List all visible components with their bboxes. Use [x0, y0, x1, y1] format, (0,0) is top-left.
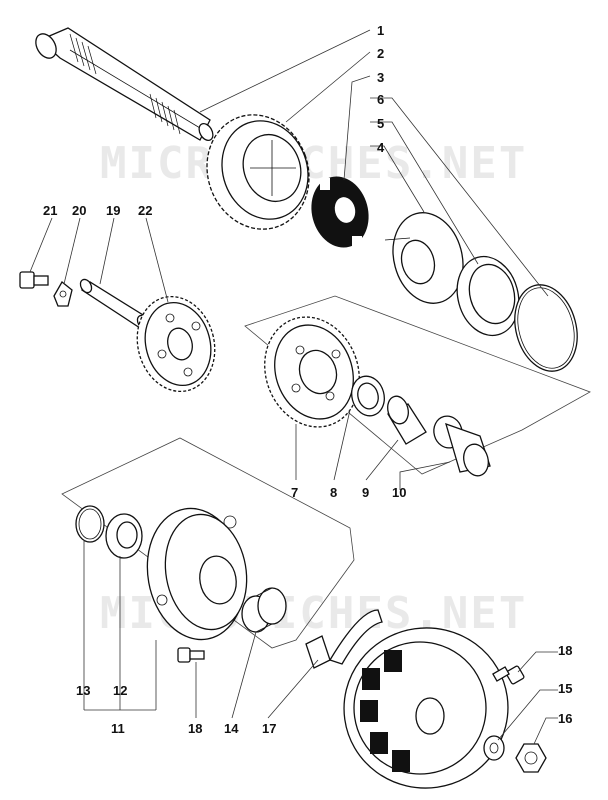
- bushing-part-10: [433, 415, 491, 477]
- circlip-part-6: [514, 284, 578, 372]
- callout-8: 8: [330, 485, 337, 500]
- callout-1: 1: [377, 23, 384, 38]
- circlip-part-13: [75, 505, 105, 543]
- gear-part-2: [206, 114, 310, 230]
- gear-part-7: [264, 316, 360, 428]
- bracket-part-17: [305, 609, 383, 669]
- callout-5: 5: [377, 116, 384, 131]
- gear-part-22: [136, 295, 216, 393]
- callout-22: 22: [138, 203, 152, 218]
- callout-14: 14: [224, 721, 239, 736]
- callout-21: 21: [43, 203, 57, 218]
- shaft-part-1: [35, 27, 214, 142]
- callout-4: 4: [377, 140, 385, 155]
- callout-12: 12: [113, 683, 127, 698]
- watermark-top: MICROFICHES.NET: [100, 138, 527, 189]
- callout-19: 19: [106, 203, 120, 218]
- callout-10: 10: [392, 485, 406, 500]
- callout-7: 7: [291, 485, 298, 500]
- callout-16: 16: [558, 711, 572, 726]
- callout-18-left: 18: [188, 721, 202, 736]
- callout-2: 2: [377, 46, 384, 61]
- bushing-part-14: [241, 587, 287, 633]
- group-box-lower: [61, 437, 355, 649]
- callout-18-right: 18: [558, 643, 572, 658]
- callout-17: 17: [262, 721, 276, 736]
- flywheel: [343, 627, 509, 789]
- callout-11: 11: [111, 721, 125, 736]
- callout-6: 6: [377, 92, 384, 107]
- ring-part-5: [456, 255, 520, 337]
- damper-part-3: [311, 176, 369, 248]
- callout-20: 20: [72, 203, 86, 218]
- callout-labels: 1 2 3 4 5 6 7 8 9 10 11 12 13 14 15 16 1…: [43, 23, 572, 736]
- bearing-part-8: [351, 375, 385, 417]
- bolt-part-21: [19, 271, 49, 289]
- nut-part-16: [515, 743, 547, 773]
- group-box-upper: [244, 295, 591, 475]
- callout-13: 13: [76, 683, 90, 698]
- leader-lines: [29, 29, 558, 745]
- cover-part-11: [146, 507, 248, 641]
- bolt-part-18-left: [177, 647, 205, 663]
- washer-part-15: [483, 735, 505, 761]
- callout-15: 15: [558, 681, 572, 696]
- callout-3: 3: [377, 70, 384, 85]
- bolt-part-18-right: [492, 665, 525, 685]
- bushing-part-9: [387, 395, 427, 445]
- bearing-part-12: [105, 513, 143, 559]
- hub-part-4: [384, 212, 464, 304]
- plate-part-20: [53, 281, 73, 307]
- callout-9: 9: [362, 485, 369, 500]
